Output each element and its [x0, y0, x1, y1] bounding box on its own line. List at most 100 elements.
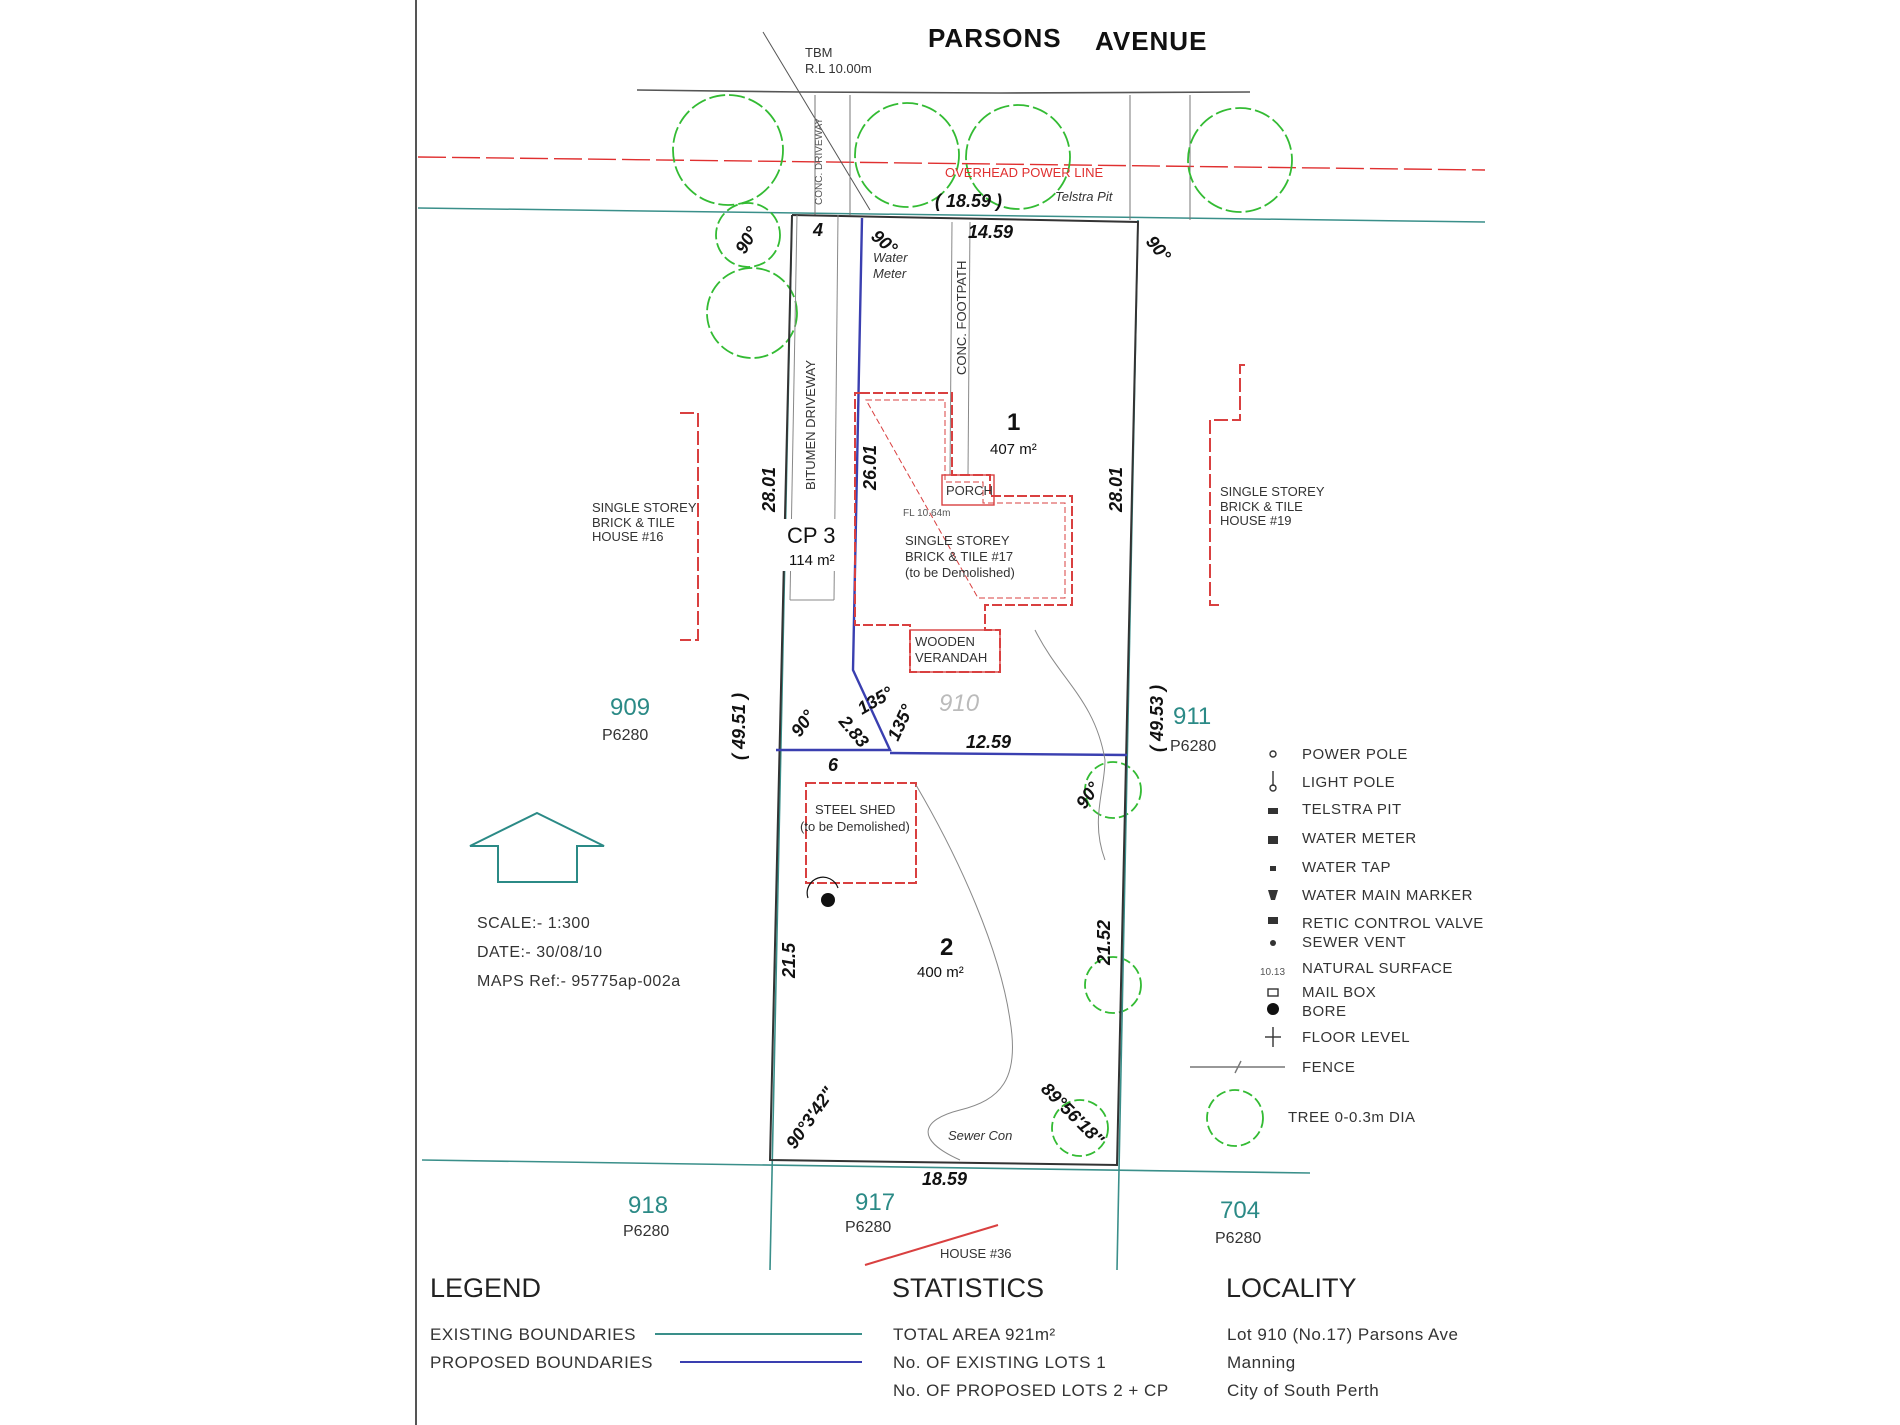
house-19-outline	[1209, 364, 1245, 606]
locality-line1: Lot 910 (No.17) Parsons Ave	[1227, 1325, 1459, 1344]
neighbour-plan-909: P6280	[602, 727, 648, 744]
stat-proposed-lots: No. OF PROPOSED LOTS 2 + CP	[893, 1381, 1169, 1400]
dim-6: 6	[828, 755, 839, 775]
dim-2-83: 2.83	[834, 711, 872, 751]
bitumen-driveway-label: BITUMEN DRIVEWAY	[803, 360, 818, 490]
tree-icon	[715, 202, 781, 268]
water-meter-label-1: Water	[873, 250, 908, 265]
street-alignment-line	[417, 207, 1486, 223]
natural-surface-path	[915, 784, 1014, 1161]
shed-line2: (to be Demolished)	[800, 819, 910, 834]
tree-icon	[706, 267, 798, 359]
water-meter-icon	[1268, 836, 1278, 844]
dim-135-b: 135°	[883, 701, 917, 744]
house-19-line1: SINGLE STOREY	[1220, 484, 1325, 499]
house-17-line3: (to be Demolished)	[905, 565, 1015, 580]
porch-label: PORCH	[946, 483, 993, 498]
north-arrow	[469, 811, 605, 883]
locality-heading: LOCALITY	[1226, 1273, 1357, 1303]
bore-legend-icon	[1267, 1003, 1279, 1015]
maps-ref-text: MAPS Ref:- 95775ap-002a	[477, 973, 681, 990]
tree-icon	[1187, 107, 1293, 213]
dim-90-a: 90°	[731, 223, 762, 257]
telstra-pit-label: Telstra Pit	[1055, 189, 1114, 204]
steel-shed-outline	[805, 782, 917, 884]
verandah-line2: VERANDAH	[915, 650, 987, 665]
mail-box-icon	[1267, 988, 1279, 997]
concrete-footpath	[949, 221, 971, 476]
neighbour-plan-911: P6280	[1170, 738, 1216, 755]
power-pole-icon	[1269, 750, 1277, 758]
house-16-outline	[680, 412, 699, 641]
svg-text:SEWER VENT: SEWER VENT	[1302, 934, 1406, 951]
neighbour-lot-917: 917	[855, 1189, 895, 1216]
dim-90-d: 90°	[787, 706, 819, 740]
dim-90-3-42: 90°3'42"	[782, 1083, 839, 1152]
water-meter-label-2: Meter	[873, 266, 907, 281]
light-pole-icon	[1269, 771, 1277, 792]
neighbour-plan-918: P6280	[623, 1223, 669, 1240]
svg-text:WATER TAP: WATER TAP	[1302, 859, 1391, 876]
shed-line1: STEEL SHED	[815, 802, 895, 817]
sewer-con-label: Sewer Con	[948, 1128, 1012, 1143]
svg-text:FLOOR LEVEL: FLOOR LEVEL	[1302, 1029, 1410, 1046]
dim-49-53: ( 49.53 )	[1147, 685, 1167, 752]
house-17-inner	[865, 399, 1066, 599]
telstra-pit-icon	[1268, 808, 1278, 814]
neighbour-lot-704: 704	[1220, 1197, 1260, 1224]
dim-12-59: 12.59	[966, 732, 1011, 752]
house-17-line2: BRICK & TILE #17	[905, 549, 1013, 564]
tree-legend-icon	[1206, 1089, 1264, 1147]
dim-frontage: ( 18.59 )	[935, 191, 1002, 211]
statistics-heading: STATISTICS	[892, 1273, 1044, 1303]
house-17-line1: SINGLE STOREY	[905, 533, 1010, 548]
dim-14-59: 14.59	[968, 222, 1013, 242]
svg-text:NATURAL SURFACE: NATURAL SURFACE	[1302, 960, 1453, 977]
lot1-area: 407 m²	[990, 441, 1037, 458]
legend-heading: LEGEND	[430, 1273, 541, 1303]
neighbour-plan-704: P6280	[1215, 1230, 1261, 1247]
legend-existing-label: EXISTING BOUNDARIES	[430, 1325, 636, 1344]
porch-outline	[941, 474, 995, 506]
dim-26-01: 26.01	[860, 445, 880, 491]
svg-text:POWER POLE: POWER POLE	[1302, 746, 1408, 763]
house-36-outline	[864, 1224, 999, 1266]
neighbour-lot-918: 918	[628, 1192, 668, 1219]
neighbour-lot-909: 909	[610, 694, 650, 721]
lot2-number: 2	[940, 934, 953, 961]
road-kerb-line	[636, 89, 1251, 94]
neighbour-plan-917: P6280	[845, 1219, 891, 1236]
lot2-area: 400 m²	[917, 964, 964, 981]
tbm-level: R.L 10.00m	[805, 61, 872, 76]
locality-line3: City of South Perth	[1227, 1381, 1379, 1400]
svg-text:TREE 0-0.3m DIA: TREE 0-0.3m DIA	[1288, 1109, 1416, 1126]
tree-icon	[672, 94, 784, 206]
svg-text:WATER MAIN MARKER: WATER MAIN MARKER	[1302, 887, 1473, 904]
proposed-boundaries	[776, 217, 1128, 757]
house-19-line3: HOUSE #19	[1220, 513, 1292, 528]
floor-level-icon	[1265, 1027, 1281, 1047]
verandah-outline	[909, 629, 1001, 673]
house-36-label: HOUSE #36	[940, 1246, 1012, 1261]
center-lot-number: 910	[939, 690, 980, 717]
bore-icon	[821, 893, 835, 907]
street-name-word2: AVENUE	[1095, 26, 1207, 56]
tbm-label: TBM	[805, 45, 832, 60]
house-19-line2: BRICK & TILE	[1220, 499, 1303, 514]
house-16-line1: SINGLE STOREY	[592, 500, 697, 515]
tree-icon	[965, 104, 1071, 210]
scale-text: SCALE:- 1:300	[477, 915, 590, 932]
power-line-label: OVERHEAD POWER LINE	[945, 165, 1104, 180]
svg-text:LIGHT POLE: LIGHT POLE	[1302, 774, 1395, 791]
date-text: DATE:- 30/08/10	[477, 944, 602, 961]
tree-icon	[854, 102, 960, 208]
dim-28-01-left: 28.01	[759, 467, 779, 513]
sewer-vent-icon	[1270, 940, 1276, 946]
water-main-marker-icon	[1268, 890, 1278, 900]
house-17-outline	[854, 392, 1073, 673]
dim-49-51: ( 49.51 )	[729, 693, 749, 760]
fence-icon	[1190, 1060, 1285, 1074]
floor-level-label: FL 10.64m	[903, 508, 950, 519]
svg-text:FENCE: FENCE	[1302, 1059, 1355, 1076]
tbm-leader	[762, 31, 871, 211]
